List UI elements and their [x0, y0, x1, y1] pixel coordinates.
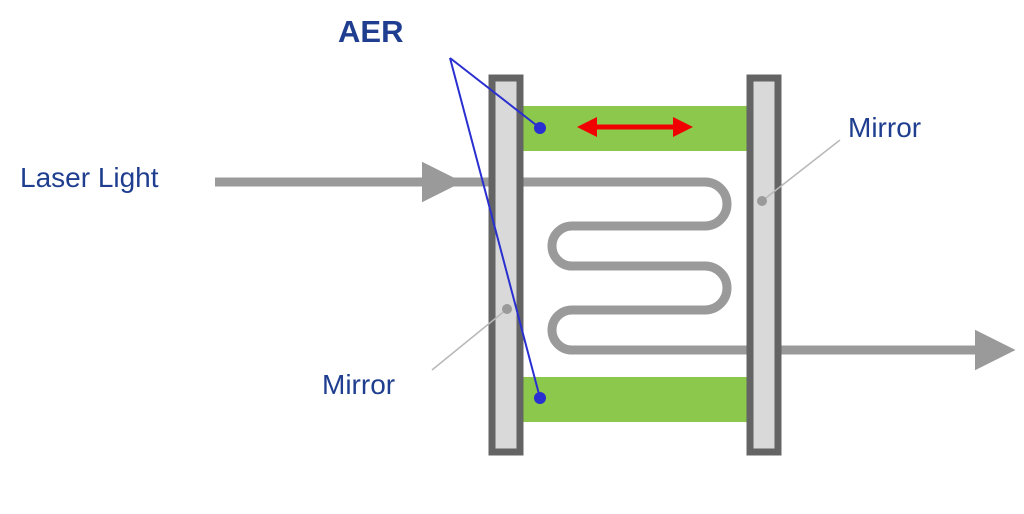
mirror-right — [746, 74, 782, 456]
aer-region-bottom — [522, 377, 747, 422]
mirror-right-label: Mirror — [848, 112, 922, 143]
aer-pointer-bottom — [449, 57, 541, 399]
mirror-left-anchor — [502, 304, 512, 314]
mirror-left — [488, 74, 524, 456]
mirror-left-label: Mirror — [322, 369, 396, 400]
mirror-right-leader — [761, 139, 841, 202]
aer-label: AER — [338, 14, 404, 49]
folded-beam-path — [440, 177, 1016, 371]
mirror-right-anchor — [757, 196, 767, 206]
aer-pointer-dot-top — [534, 122, 546, 134]
aer-pointer-dot-bottom — [534, 392, 546, 404]
laser-light-label: Laser Light — [20, 162, 159, 193]
mirror-left-leader — [431, 308, 508, 371]
aer-pointer-top — [449, 57, 541, 129]
